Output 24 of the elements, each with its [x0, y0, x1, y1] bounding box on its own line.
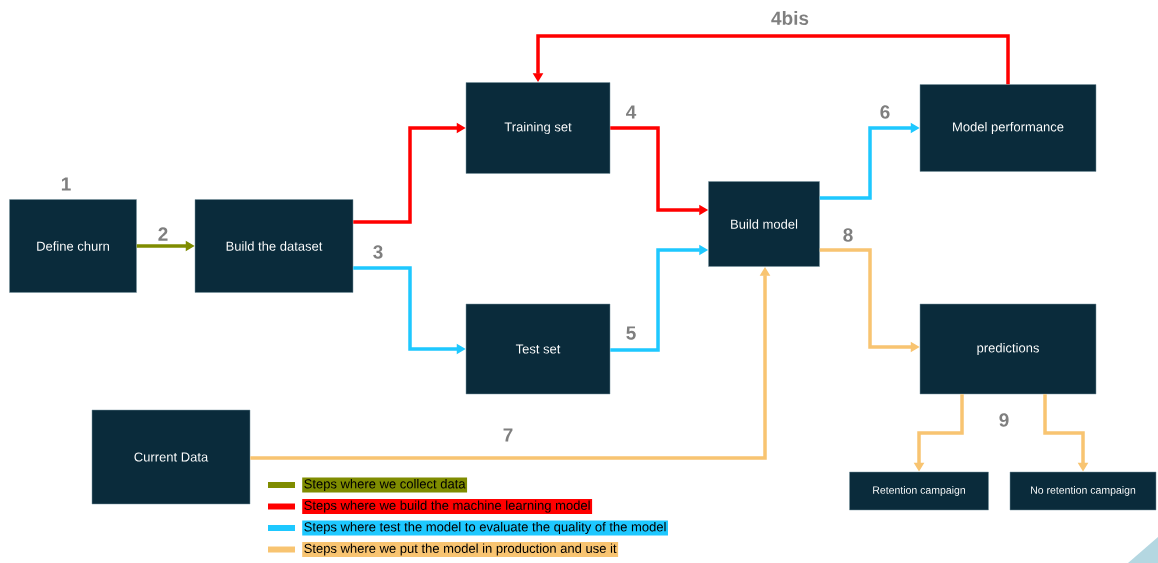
step-number: 9: [999, 413, 1009, 427]
process-box: Test set: [465, 303, 611, 395]
step-number: 2: [156, 226, 170, 242]
step-number: 1: [61, 177, 71, 191]
process-box: Model performance: [919, 84, 1097, 172]
process-box: Define churn: [9, 199, 137, 293]
legend-text: Steps where we put the model in production and use it: [302, 541, 619, 558]
process-box: No retention campaign: [1009, 471, 1157, 511]
legend-text: Steps where test the model to evaluate the quality of the model: [302, 520, 668, 536]
process-box: Retention campaign: [849, 471, 989, 511]
legend-text: Steps where we build the machine learning model: [302, 498, 593, 515]
step-number: 8: [841, 227, 855, 243]
step-number: 7: [501, 427, 515, 443]
process-box: predictions: [919, 303, 1097, 395]
process-box: Build model: [708, 181, 820, 267]
step-number: 4: [624, 104, 638, 120]
legend-text: Steps where we collect data: [302, 477, 468, 493]
step-number: 3: [371, 244, 385, 260]
step-number: 6: [878, 104, 892, 120]
process-box: Current Data: [91, 409, 251, 505]
step-number: 5: [624, 325, 638, 341]
process-box: Build the dataset: [194, 199, 354, 293]
process-box: Training set: [465, 82, 611, 174]
step-number: 4bis: [770, 10, 810, 26]
